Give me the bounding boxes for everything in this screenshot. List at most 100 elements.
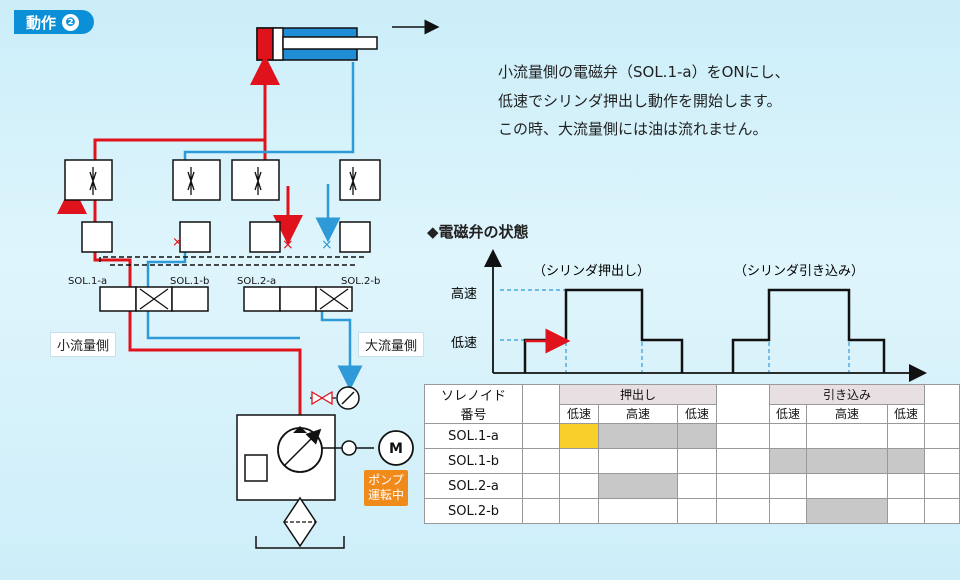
table-subheader: 低速 (559, 403, 599, 424)
return-line-blue (146, 62, 363, 391)
table-row: SOL.1-a (424, 423, 960, 449)
table-cell (887, 423, 925, 449)
phase-label-retract: （シリンダ引き込み） (734, 264, 865, 279)
table-cell (677, 448, 717, 474)
table-cell (598, 448, 678, 474)
description: 小流量側の電磁弁（SOL.1-a）をONにし、 低速でシリンダ押出し動作を開始し… (498, 58, 790, 144)
table-cell (924, 384, 960, 424)
table-subheader: 低速 (677, 403, 717, 424)
table-cell (559, 448, 599, 474)
table-cell (598, 473, 678, 499)
table-cell (769, 498, 807, 524)
valve-label-sol2a: SOL.2-a (237, 276, 276, 287)
table-cell (806, 423, 888, 449)
hydraulic-cylinder (256, 19, 440, 61)
pump-unit (236, 414, 414, 549)
table-cell (522, 384, 560, 424)
table-cell (559, 473, 599, 499)
table-cell (887, 473, 925, 499)
table-cell (677, 423, 717, 449)
table-cell (522, 448, 560, 474)
table-cell (769, 448, 807, 474)
description-line: 小流量側の電磁弁（SOL.1-a）をONにし、 (498, 63, 790, 81)
table-cell (716, 423, 770, 449)
table-cell (924, 423, 960, 449)
svg-text:×: × (282, 237, 294, 253)
table-cell (806, 448, 888, 474)
section-title: ◆電磁弁の状態 (427, 223, 529, 241)
table-cell (924, 473, 960, 499)
table-corner-line: ソレノイド (440, 389, 506, 404)
valve-labels: SOL.1-a SOL.1-b SOL.2-a SOL.2-b (68, 276, 380, 287)
svg-text:×: × (172, 235, 183, 250)
table-group-header: 押出し (559, 384, 717, 405)
flow-control-unit-3: × (231, 159, 294, 253)
table-subheader: 低速 (887, 403, 925, 424)
motor-label: M (389, 441, 403, 457)
valve-label-sol2b: SOL.2-b (341, 276, 380, 287)
table-cell (522, 473, 560, 499)
pump-status-line: ポンプ (368, 473, 404, 487)
table-subheader: 高速 (598, 403, 678, 424)
table-row-label: SOL.2-a (424, 473, 523, 499)
timing-chart (484, 249, 927, 382)
solenoid-valve-2 (243, 286, 353, 312)
y-label-low: 低速 (451, 336, 478, 351)
table-corner: ソレノイド 番号 (424, 384, 523, 424)
step-badge: 動作 ❷ (14, 10, 94, 34)
table-cell (887, 498, 925, 524)
large-flow-side-label: 大流量側 (358, 332, 425, 357)
description-line: この時、大流量側には油は流れません。 (498, 120, 768, 138)
table-cell (559, 423, 599, 449)
table-cell (769, 423, 807, 449)
table-row: SOL.2-b (424, 498, 960, 524)
small-flow-side-label: 小流量側 (50, 332, 117, 357)
table-row-label: SOL.1-b (424, 448, 523, 474)
table-cell (716, 498, 770, 524)
step-number: ❷ (62, 13, 80, 31)
table-cell (769, 473, 807, 499)
table-subheader: 低速 (769, 403, 807, 424)
flow-control-unit-4: × (321, 159, 381, 253)
table-cell (806, 498, 888, 524)
table-cell (924, 448, 960, 474)
table-cell (716, 448, 770, 474)
table-row: SOL.1-b (424, 448, 960, 474)
table-row: SOL.2-a (424, 473, 960, 499)
y-label-high: 高速 (451, 287, 478, 302)
solenoid-valve-1 (99, 286, 209, 312)
phase-label-extend: （シリンダ押出し） (533, 264, 651, 279)
solenoid-state-table: ソレノイド 番号 押出し 引き込み 低速 高速 低速 低速 高速 低速 SOL.… (424, 384, 960, 524)
pilot-lines (99, 256, 365, 266)
table-cell (522, 423, 560, 449)
table-row-label: SOL.1-a (424, 423, 523, 449)
valve-label-sol1a: SOL.1-a (68, 276, 107, 287)
flow-control-unit-1 (64, 159, 113, 253)
table-cell (677, 473, 717, 499)
table-subheader: 高速 (806, 403, 888, 424)
pump-status-badge: ポンプ 運転中 (364, 470, 408, 506)
table-group-header: 引き込み (769, 384, 925, 405)
step-label: 動作 (26, 13, 57, 32)
table-cell (716, 384, 770, 424)
table-cell (522, 498, 560, 524)
svg-text:×: × (321, 237, 333, 253)
table-cell (887, 448, 925, 474)
table-cell (598, 498, 678, 524)
table-cell (677, 498, 717, 524)
flow-control-unit-2: × (172, 159, 221, 253)
pump-status-line: 運転中 (367, 488, 404, 502)
pressure-gauge (310, 386, 360, 410)
table-cell (806, 473, 888, 499)
pressure-line-red (57, 55, 303, 420)
table-row-label: SOL.2-b (424, 498, 523, 524)
table-cell (559, 498, 599, 524)
table-cell (924, 498, 960, 524)
valve-label-sol1b: SOL.1-b (170, 276, 209, 287)
description-line: 低速でシリンダ押出し動作を開始します。 (498, 91, 782, 110)
table-cell (716, 473, 770, 499)
table-corner-line: 番号 (460, 408, 487, 423)
table-cell (598, 423, 678, 449)
